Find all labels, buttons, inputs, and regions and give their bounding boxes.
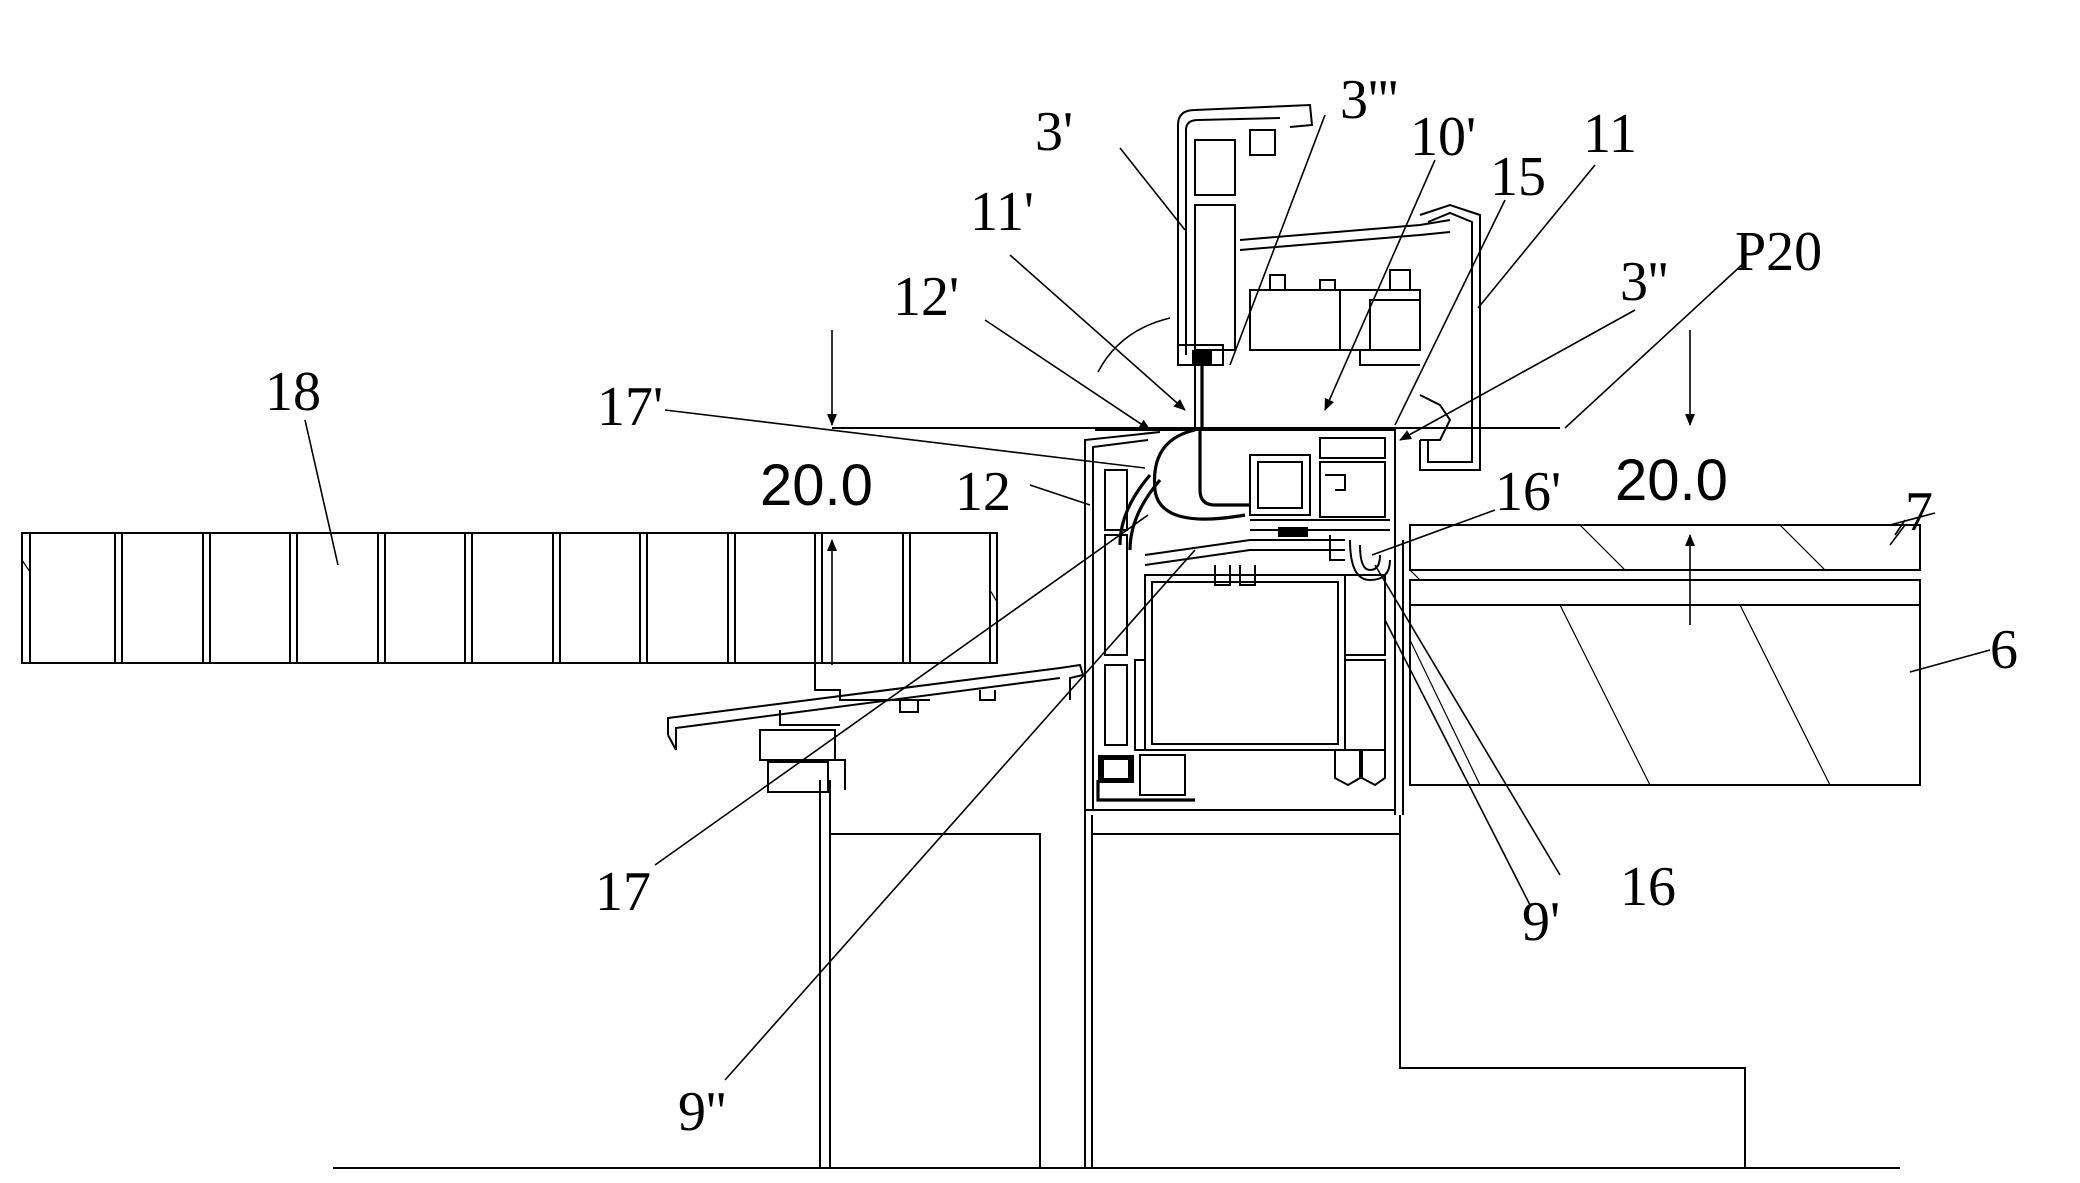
label-16-prime: 16' [1495, 461, 1561, 523]
label-12-prime: 12' [893, 266, 959, 328]
label-p20: P20 [1735, 221, 1822, 283]
label-11: 11 [1583, 103, 1637, 165]
label-18: 18 [265, 361, 321, 423]
deck-board-dividers [30, 533, 990, 663]
frame-profile [1085, 430, 1403, 815]
label-10-prime: 10' [1410, 106, 1476, 168]
label-6: 6 [1990, 619, 2018, 681]
sill-profile [668, 663, 1083, 792]
label-7: 7 [1905, 481, 1933, 543]
label-9-prime: 9' [1522, 891, 1560, 953]
label-12: 12 [955, 461, 1011, 523]
label-3-triple-prime: 3''' [1340, 69, 1398, 131]
deck-boards [22, 533, 997, 663]
label-11-prime: 11' [970, 181, 1034, 243]
label-17-prime: 17' [597, 376, 663, 438]
label-16: 16 [1620, 856, 1676, 918]
label-3-double-prime: 3'' [1620, 251, 1668, 313]
dimension-right: 20.0 [1615, 448, 1728, 513]
dimension-left: 20.0 [760, 453, 873, 518]
floor-and-wall [333, 780, 1900, 1168]
label-15: 15 [1490, 146, 1546, 208]
floor-slab [1410, 525, 1920, 785]
dimension-values: 20.0 20.0 [760, 448, 1728, 518]
label-9-double-prime: 9'' [678, 1081, 726, 1143]
label-17: 17 [595, 861, 651, 923]
label-3-prime: 3' [1035, 101, 1073, 163]
